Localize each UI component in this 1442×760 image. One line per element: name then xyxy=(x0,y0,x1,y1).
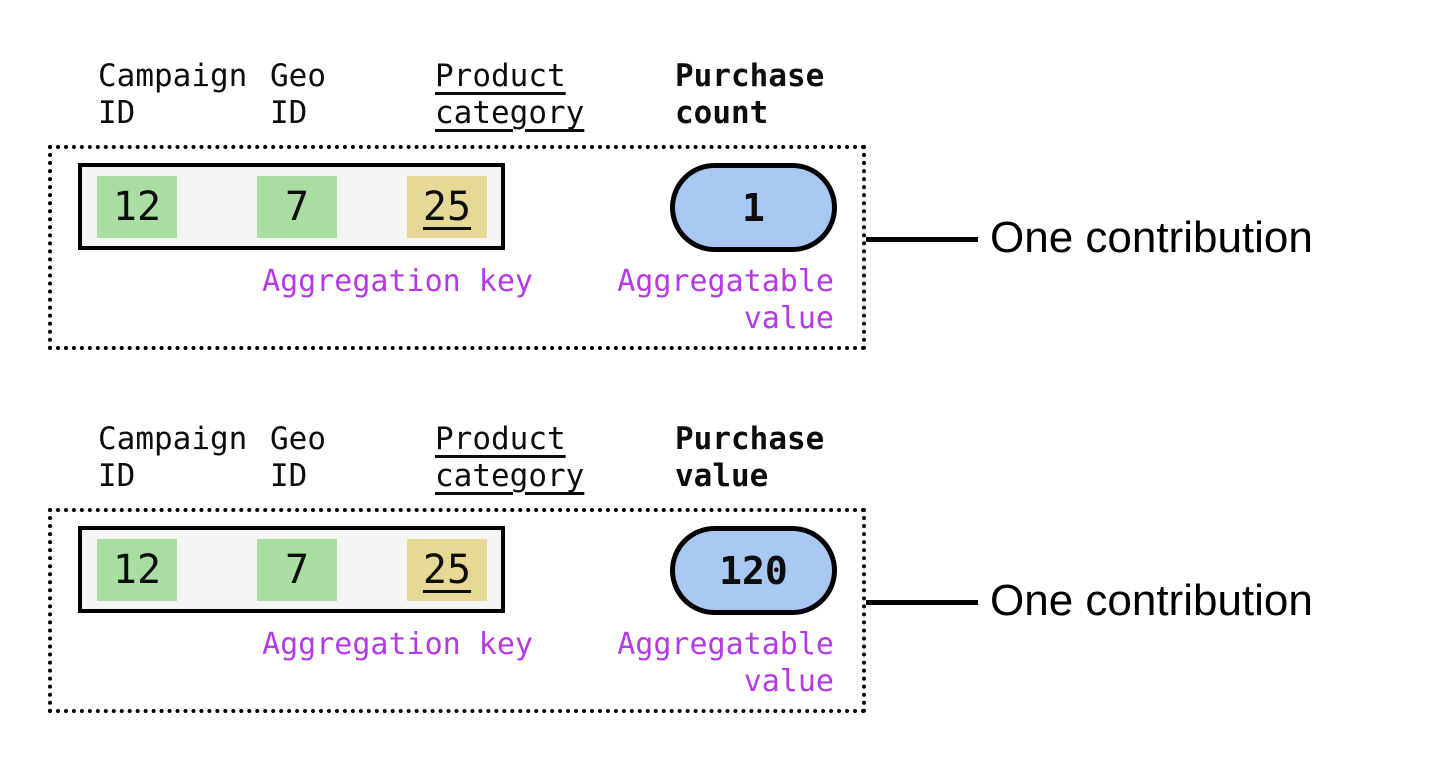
column-header-line: category xyxy=(435,95,585,131)
key-cell-geo-id: 7 xyxy=(257,176,337,238)
aggregatable-value-label-line: value xyxy=(743,664,834,699)
aggregatable-value: 1 xyxy=(742,185,765,230)
contribution-boundary-box xyxy=(48,508,866,713)
key-cell-product-category: 25 xyxy=(407,539,487,601)
key-cell-value: 12 xyxy=(112,184,162,230)
column-header-line: Campaign xyxy=(98,421,248,457)
column-header-line: ID xyxy=(98,95,136,131)
connector-line xyxy=(866,237,978,242)
aggregatable-value: 120 xyxy=(719,548,788,593)
contribution-boundary-box xyxy=(48,145,866,350)
key-cell-value: 7 xyxy=(284,184,310,230)
key-cell-campaign-id: 12 xyxy=(97,539,177,601)
column-header-product-category: Product category xyxy=(435,421,584,495)
column-header-line: ID xyxy=(98,458,136,494)
aggregatable-value-label-line: Aggregatable xyxy=(617,264,834,299)
key-cell-value: 25 xyxy=(422,547,472,593)
aggregatable-value-label: Aggregatable value xyxy=(560,263,834,337)
one-contribution-annotation: One contribution xyxy=(990,576,1313,625)
one-contribution-annotation: One contribution xyxy=(990,213,1313,262)
column-header-purchase-count: Purchase count xyxy=(675,58,824,132)
aggregation-key-label: Aggregation key xyxy=(262,627,533,662)
aggregatable-value-label-line: Aggregatable xyxy=(617,627,834,662)
aggregation-key-label: Aggregation key xyxy=(262,264,533,299)
column-header-line: ID xyxy=(270,95,308,131)
column-header-line: Campaign xyxy=(98,58,248,94)
column-header-line: Purchase xyxy=(675,58,825,94)
column-header-line: Geo xyxy=(270,58,326,94)
aggregatable-value-pill: 1 xyxy=(670,163,837,252)
key-cell-value: 7 xyxy=(284,547,310,593)
aggregatable-value-label: Aggregatable value xyxy=(560,626,834,700)
key-cell-value: 12 xyxy=(112,547,162,593)
key-cell-value: 25 xyxy=(422,184,472,230)
column-header-line: Product xyxy=(435,58,566,94)
column-header-line: value xyxy=(675,458,769,494)
column-header-geo-id: Geo ID xyxy=(270,58,326,132)
column-header-campaign-id: Campaign ID xyxy=(98,58,247,132)
column-header-line: ID xyxy=(270,458,308,494)
column-header-line: category xyxy=(435,458,585,494)
aggregatable-value-label-line: value xyxy=(743,301,834,336)
column-header-campaign-id: Campaign ID xyxy=(98,421,247,495)
column-header-line: Purchase xyxy=(675,421,825,457)
column-header-geo-id: Geo ID xyxy=(270,421,326,495)
column-header-line: count xyxy=(675,95,769,131)
connector-line xyxy=(866,600,978,605)
column-header-line: Product xyxy=(435,421,566,457)
column-header-purchase-value: Purchase value xyxy=(675,421,824,495)
contribution-group-purchase-count: Campaign ID Geo ID Product category Purc… xyxy=(48,58,1313,350)
key-cell-geo-id: 7 xyxy=(257,539,337,601)
aggregatable-value-pill: 120 xyxy=(670,526,837,615)
key-cell-campaign-id: 12 xyxy=(97,176,177,238)
column-header-line: Geo xyxy=(270,421,326,457)
column-header-product-category: Product category xyxy=(435,58,584,132)
key-cell-product-category: 25 xyxy=(407,176,487,238)
contribution-group-purchase-value: Campaign ID Geo ID Product category Purc… xyxy=(0,363,1442,743)
